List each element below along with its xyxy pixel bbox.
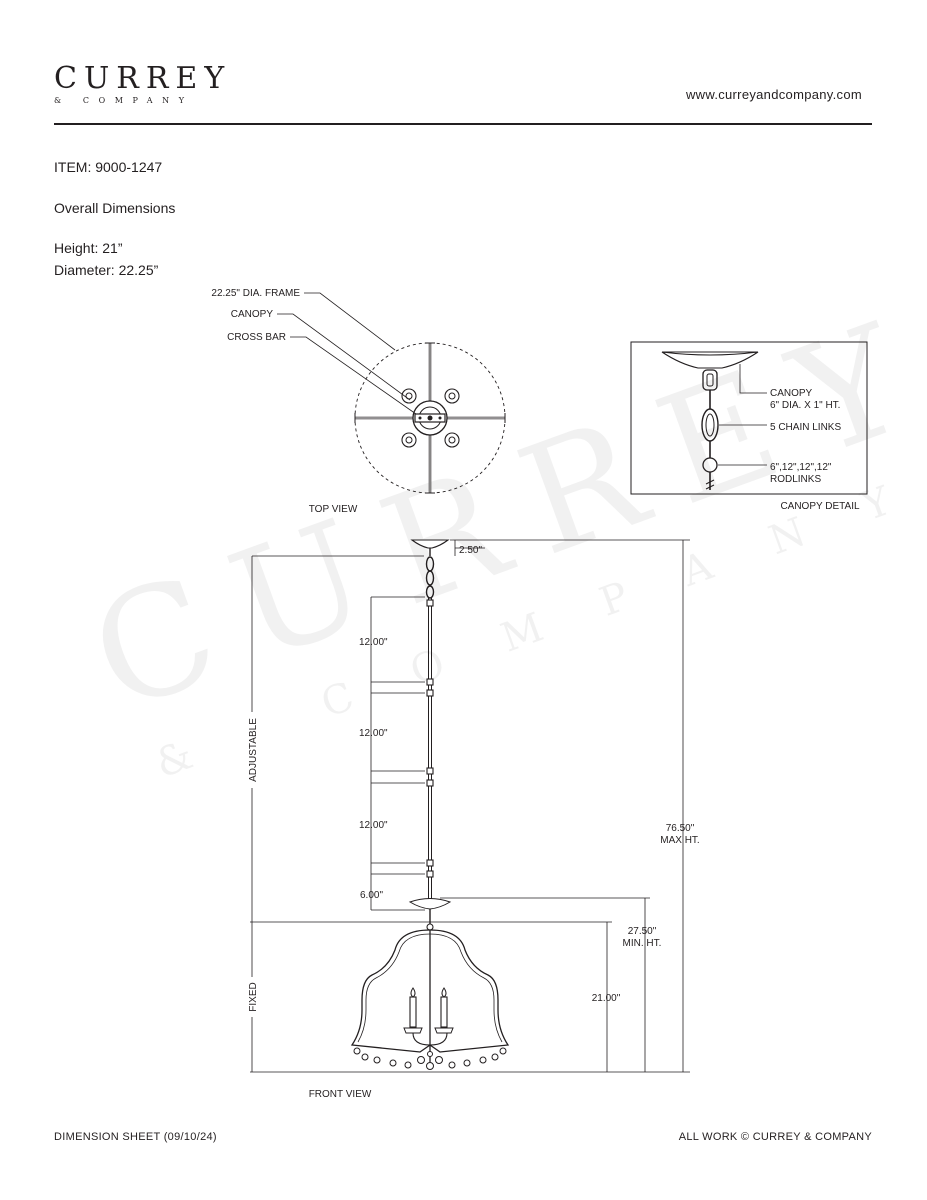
top-canopy-label: CANOPY (231, 309, 274, 320)
min-height-label: MIN. HT. (623, 938, 662, 949)
front-view-caption: FRONT VIEW (309, 1089, 372, 1100)
rodlinks-label: RODLINKS (770, 474, 821, 485)
rod-4-dim: 6.00" (360, 890, 383, 901)
max-height-value: 76.50" (666, 823, 695, 834)
min-height-value: 27.50" (628, 926, 657, 937)
footer-copyright: ALL WORK © CURREY & COMPANY (678, 1131, 872, 1143)
overall-dimensions-heading: Overall Dimensions (54, 200, 176, 216)
top-view-caption: TOP VIEW (309, 504, 358, 515)
item-number: ITEM: 9000-1247 (54, 159, 163, 175)
fixture-frame-left (350, 929, 431, 1053)
rodlinks-lengths: 6",12",12",12" (770, 462, 832, 473)
body-height-value: 21.00" (592, 993, 621, 1004)
cross-bar-label: CROSS BAR (227, 332, 286, 343)
canopy-detail-frame (630, 341, 868, 495)
diameter-value: Diameter: 22.25” (54, 262, 159, 278)
frame-dia-label: 22.25" DIA. FRAME (211, 288, 300, 299)
chain-links-label: 5 CHAIN LINKS (770, 422, 841, 433)
adjustable-label: ADJUSTABLE (248, 718, 259, 782)
fixture-frame-right (429, 929, 510, 1053)
header-divider (54, 123, 872, 125)
website-link[interactable]: www.curreyandcompany.com (685, 87, 862, 102)
rod-1-dim: 12.00" (359, 637, 388, 648)
front-view-drawing (350, 539, 510, 1070)
brand-logo: CURREY & COMPANY (54, 61, 232, 106)
max-height-label: MAX HT. (660, 835, 699, 846)
rod-2-dim: 12.00" (359, 728, 388, 739)
dimension-lines (250, 539, 690, 1073)
fixed-label: FIXED (248, 982, 259, 1011)
top-view-drawing (277, 292, 506, 494)
rod-3-dim: 12.00" (359, 820, 388, 831)
canopy-detail-label: CANOPY (770, 388, 813, 399)
logo-subtitle: & COMPANY (54, 96, 194, 105)
front-canopy (410, 539, 450, 549)
footer-sheet-date: DIMENSION SHEET (09/10/24) (54, 1131, 217, 1143)
watermark: CURREY & COMPANY (71, 281, 927, 787)
logo-wordmark: CURREY (54, 61, 232, 96)
canopy-detail-caption: CANOPY DETAIL (780, 501, 860, 512)
canopy-detail-drawing (630, 341, 868, 495)
height-value: Height: 21” (54, 240, 123, 256)
canopy-detail-size: 6" DIA. X 1" HT. (770, 400, 840, 411)
canopy-width-dim: 2.50" (459, 545, 482, 556)
